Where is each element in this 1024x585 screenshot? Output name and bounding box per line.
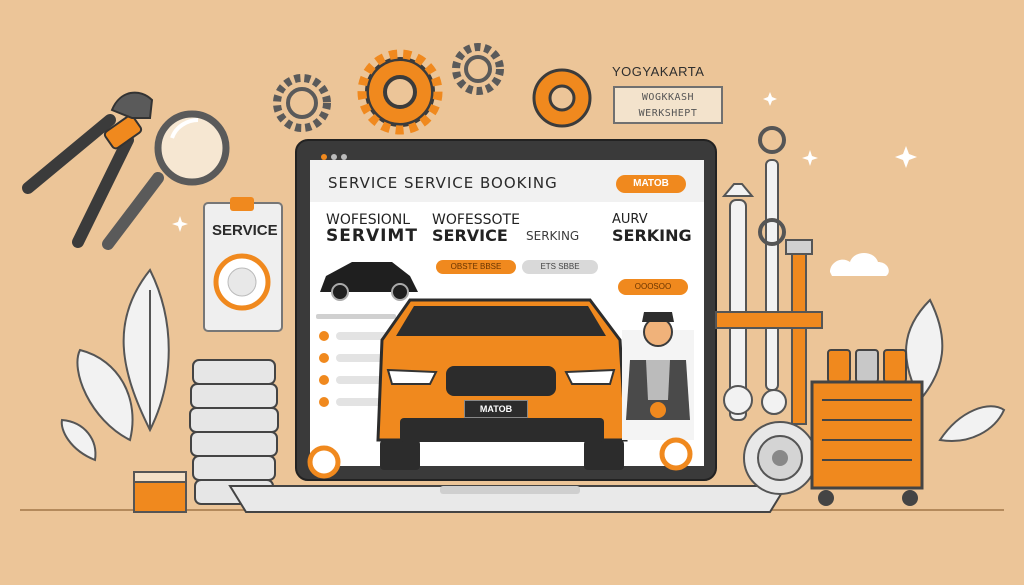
service-column-line: WOFESIONL <box>326 212 411 228</box>
plant-icon <box>60 268 170 462</box>
nav-dot <box>659 437 693 471</box>
tire-stack-icon <box>189 359 279 505</box>
workshop-sign-line: WOGKKASH <box>641 92 695 103</box>
license-plate: MATOB <box>464 400 528 418</box>
service-column: WOFESIONL SERVIMT <box>326 212 418 246</box>
booking-button[interactable]: OBSTE BBSE <box>436 260 516 274</box>
oil-bottle-icon <box>827 349 907 383</box>
cloud-icon <box>830 253 889 276</box>
service-column: AURV SERKING <box>612 212 692 244</box>
booking-button[interactable]: OOOSOO <box>618 279 688 295</box>
service-column: WOFESSOTE SERVICE <box>432 212 520 244</box>
magnifier-icon <box>102 110 230 250</box>
car-icon <box>320 262 418 301</box>
wrench-icon <box>721 183 755 421</box>
service-column-title: SERVICE <box>432 226 508 245</box>
service-column-title: SERKING <box>526 229 580 243</box>
hammer-icon <box>785 239 813 425</box>
wrench-icon <box>758 126 787 415</box>
service-column-line: WOFESSOTE <box>432 212 520 228</box>
workshop-sign-line: WERKSHEPT <box>638 108 698 119</box>
plant-icon <box>905 298 1006 442</box>
gear-icon <box>273 74 331 132</box>
screen-title: SERVICE SERVICE BOOKING <box>328 174 558 192</box>
nav-dot <box>307 445 341 479</box>
sparkle-icon <box>172 92 917 232</box>
paint-can-icon <box>133 471 187 513</box>
gear-icon <box>532 68 592 128</box>
brake-disc-icon <box>743 421 817 495</box>
service-column-title: SERKING <box>612 226 692 245</box>
clipboard <box>203 197 283 332</box>
car-front-illustration <box>376 298 628 470</box>
city-name: YOGYAKARTA <box>612 64 705 79</box>
service-column-title: SERVIMT <box>326 226 418 246</box>
brand-badge: MATOB <box>616 175 686 193</box>
workshop-sign: WOGKKASH WERKSHEPT <box>613 86 723 124</box>
booking-button[interactable]: ETS SBBE <box>522 260 598 274</box>
clipboard-label: SERVICE <box>212 222 278 239</box>
tool-rack-bar <box>715 311 823 329</box>
pliers-icon <box>22 91 154 248</box>
gear-icon <box>452 43 504 95</box>
mechanic-icon <box>622 312 694 440</box>
service-column-line: AURV <box>612 212 648 227</box>
gear-icon <box>357 49 443 135</box>
toolbox-icon <box>810 380 924 506</box>
